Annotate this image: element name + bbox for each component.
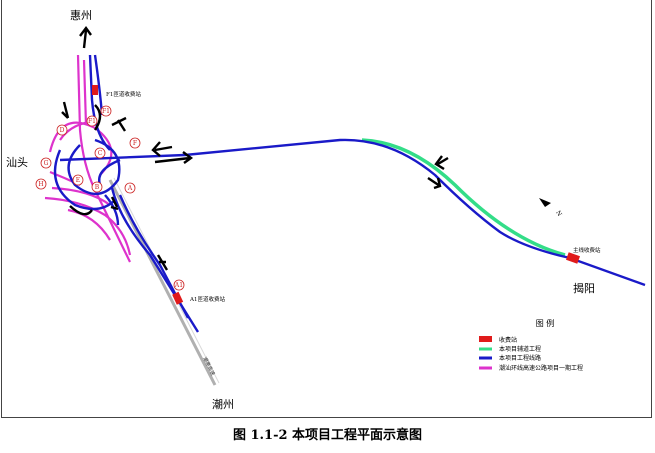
- ramp-D: D: [60, 127, 65, 134]
- ramp-A1: A1: [174, 282, 183, 289]
- toll-station-main-label: 主线收费站: [573, 246, 601, 254]
- map-frame: [1, 0, 652, 418]
- north-arrow: N: [539, 198, 563, 218]
- ramp-F: F: [133, 140, 137, 147]
- existing-road-label: 潮惠高速: [201, 356, 216, 377]
- place-huizhou: 惠州: [70, 8, 92, 22]
- ramp-G: G: [44, 160, 49, 167]
- ramp-F1-lower: F1: [88, 118, 96, 125]
- project-lines: [53, 54, 646, 333]
- toll-station-f1-label: F1匝道收费站: [106, 90, 141, 98]
- ramp-E: E: [76, 177, 80, 184]
- toll-station-a1-label: A1匝道收费站: [189, 295, 225, 303]
- ramp-B: B: [95, 184, 100, 191]
- legend-item-toll: 收费站: [499, 336, 517, 344]
- legend-item-project: 本项目工程线路: [499, 354, 541, 362]
- figure-caption: 图 1.1-2 本项目工程平面示意图: [232, 428, 423, 443]
- ramp-A: A: [127, 185, 133, 192]
- place-jieyang: 揭阳: [573, 281, 595, 295]
- direction-arrows: [61, 25, 449, 271]
- toll-station-f1: [92, 85, 98, 95]
- auxiliary-line: [361, 138, 566, 257]
- ramp-F1: F1: [102, 108, 110, 115]
- toll-station-a1: [172, 291, 184, 305]
- legend-item-auxiliary: 本项目辅道工程: [499, 345, 541, 353]
- interchange-diagram: 潮惠高速: [6, 8, 646, 411]
- legend-swatch-toll: [479, 336, 492, 342]
- ramp-labels: D F1 F1 F C G E B A H A1: [35, 105, 185, 291]
- toll-stations: F1匝道收费站 A1匝道收费站 主线收费站: [92, 85, 601, 305]
- place-labels: 惠州 汕头 揭阳 潮州: [6, 8, 595, 411]
- legend: 图 例 收费站 本项目辅道工程 本项目工程线路 潮汕环线高速公路项目一期工程: [479, 318, 583, 372]
- ramp-H: H: [38, 181, 43, 188]
- ramp-C: C: [98, 150, 103, 157]
- toll-station-main: [565, 252, 581, 264]
- north-label: N: [554, 210, 563, 218]
- legend-title: 图 例: [536, 318, 555, 328]
- place-shantou: 汕头: [6, 156, 28, 169]
- legend-item-phase-one: 潮汕环线高速公路项目一期工程: [499, 364, 583, 372]
- place-chaozhou: 潮州: [212, 397, 234, 411]
